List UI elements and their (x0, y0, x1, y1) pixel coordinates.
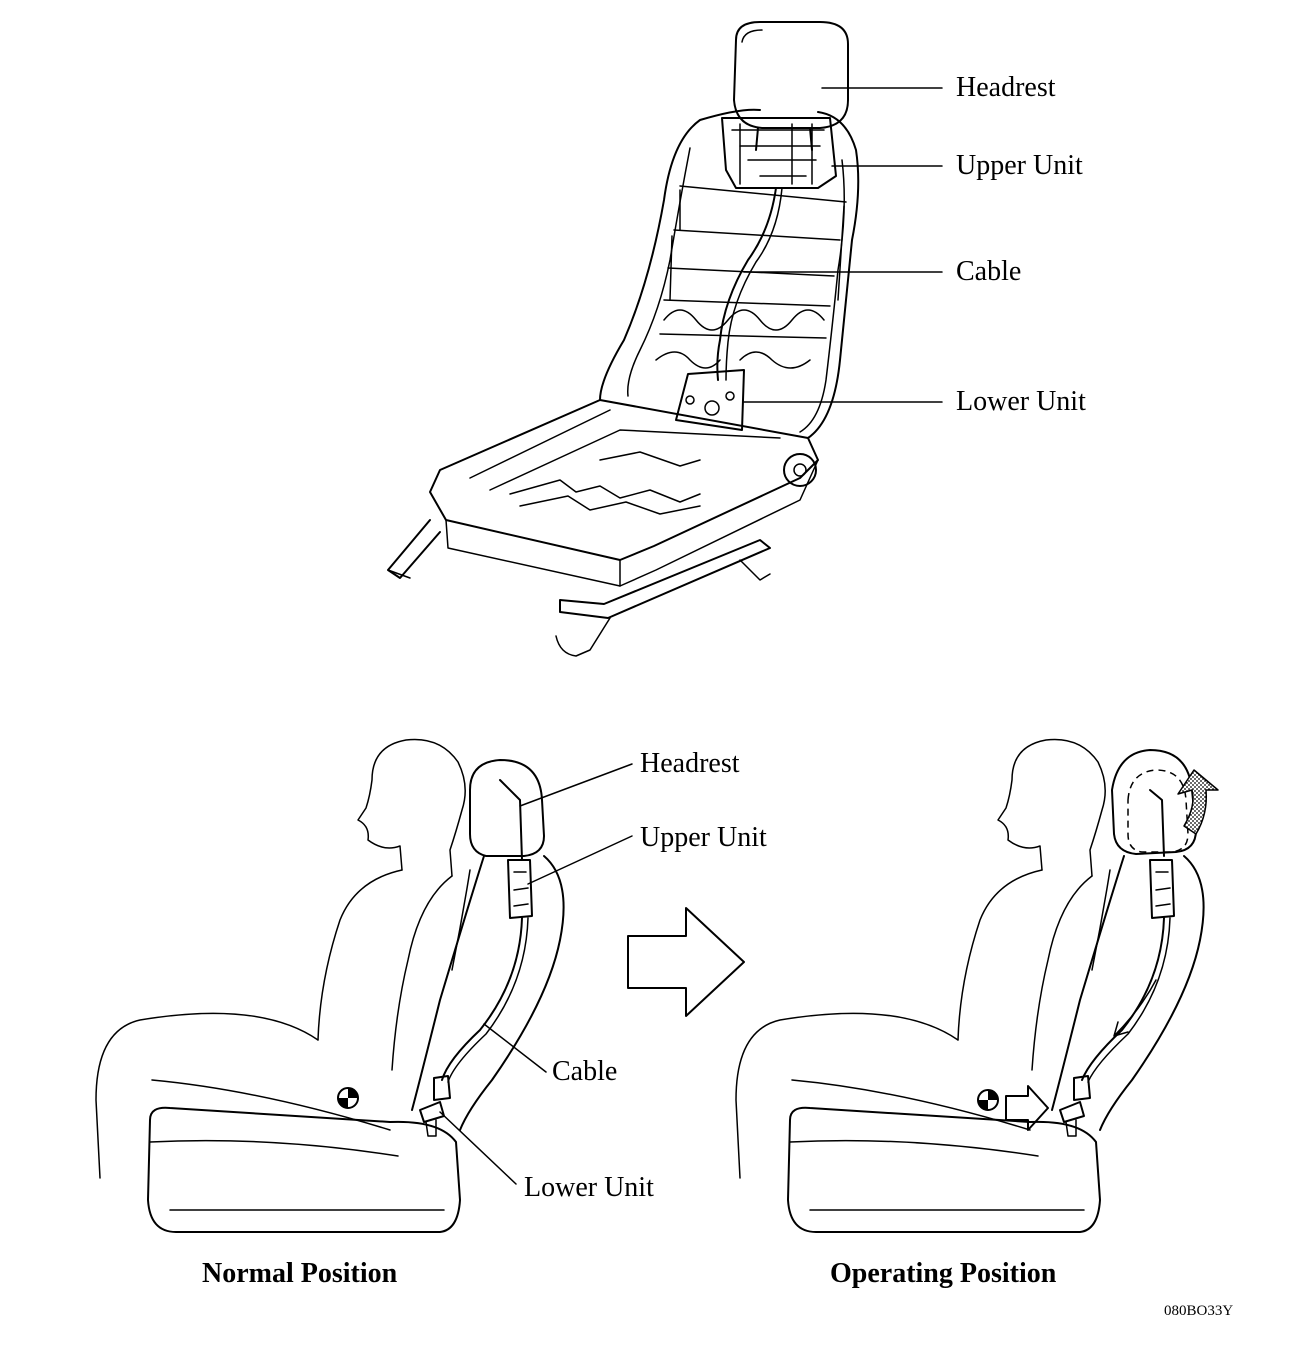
seat-frame-illustration (387, 21, 860, 657)
top-seat-rails (387, 519, 771, 619)
normal-position-illustration (95, 738, 565, 1233)
top-leader-lines (743, 87, 943, 403)
top-cable (716, 187, 777, 381)
operating-headrest-original-dashed (1127, 769, 1189, 853)
operating-cable (1081, 917, 1165, 1081)
operating-lower-unit (1059, 1075, 1091, 1123)
normal-cable (441, 917, 523, 1081)
operating-seat-cushion (787, 1106, 1101, 1233)
normal-occupant-torso (317, 869, 453, 1071)
normal-hip-point-icon (337, 1087, 359, 1109)
top-lower-unit (675, 369, 745, 431)
operating-headrest (1111, 749, 1197, 855)
top-seatback-frame (599, 108, 860, 439)
normal-leader-lines (439, 763, 633, 1185)
headrest-motion-arrow (1177, 769, 1219, 835)
top-headrest-shape (733, 21, 849, 129)
top-seat-cushion (429, 399, 819, 561)
operating-position-illustration (735, 738, 1219, 1233)
normal-position-caption: Normal Position (202, 1258, 398, 1289)
normal-label-headrest: Headrest (640, 748, 740, 779)
normal-label-cable: Cable (552, 1056, 618, 1087)
operating-position-caption: Operating Position (830, 1258, 1057, 1289)
operating-occupant-head (997, 738, 1106, 877)
normal-occupant-head (357, 738, 466, 877)
normal-label-lower-unit: Lower Unit (524, 1172, 654, 1203)
operating-hip-point-icon (977, 1089, 999, 1111)
top-upper-unit (721, 117, 837, 189)
transition-arrow (627, 907, 745, 1017)
top-label-lower-unit: Lower Unit (956, 386, 1086, 417)
figure-code: 080BO33Y (1164, 1303, 1234, 1319)
normal-headrest (469, 759, 545, 857)
top-label-cable: Cable (956, 256, 1022, 287)
normal-upper-unit (507, 859, 533, 919)
normal-lower-unit (419, 1075, 451, 1123)
operating-seatback (1051, 855, 1205, 1131)
cable-pull-arrow (1113, 979, 1157, 1037)
operating-occupant-torso (957, 869, 1093, 1071)
top-label-headrest: Headrest (956, 72, 1056, 103)
occupant-push-arrow (1005, 1085, 1049, 1131)
top-label-upper-unit: Upper Unit (956, 150, 1083, 181)
normal-seatback (411, 855, 565, 1131)
normal-seat-cushion (147, 1106, 461, 1233)
operating-upper-unit (1149, 859, 1175, 919)
normal-label-upper-unit: Upper Unit (640, 822, 767, 853)
